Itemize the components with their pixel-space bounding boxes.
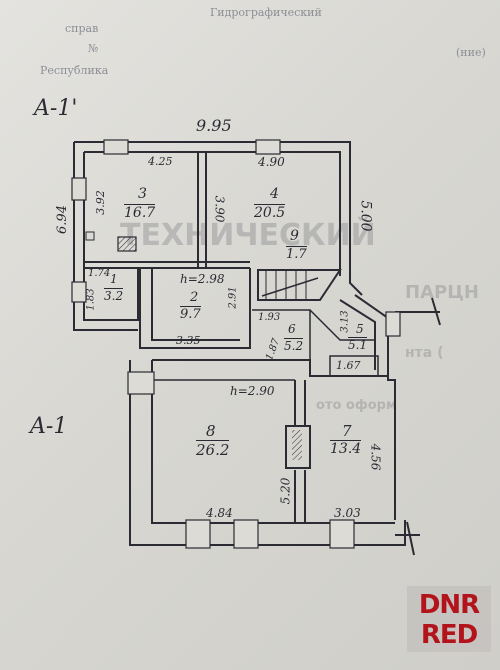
faint-stamp: ТЕХНИЧЕСКИЙ (120, 218, 376, 253)
watermark-line2: RED (420, 620, 478, 650)
window-room3-top (103, 139, 129, 155)
window-room8-bottom-2 (233, 519, 259, 549)
section-label-top: A-1' (34, 96, 78, 121)
wall-top-room8 (151, 362, 295, 381)
room4-area: 20.5 (254, 204, 286, 221)
header-line1: Гидрографический (210, 6, 322, 19)
watermark-logo: DNR RED (407, 586, 491, 652)
room5-walls (309, 309, 375, 341)
window-room7-bottom (329, 519, 355, 549)
outer-wall-top (74, 141, 363, 296)
room1-dim-side: 1.83 (85, 288, 97, 311)
window-annex-right (385, 311, 401, 337)
room4-number: 4 (270, 186, 279, 202)
window-room4-top (255, 139, 281, 155)
room8-area: 26.2 (196, 440, 230, 459)
room1-area: 3.2 (104, 288, 124, 303)
faint-line-a: ПАРЦН (405, 282, 479, 303)
stove-hatch (292, 430, 302, 460)
room2-walls (139, 268, 251, 349)
window-room8-bottom-1 (185, 519, 211, 549)
room2-inner (151, 268, 240, 341)
room3-area: 16.7 (124, 204, 156, 221)
room4-dim-top: 4.90 (258, 155, 285, 169)
room5-area: 5.1 (348, 337, 368, 352)
faint-line-c: ото оформ (316, 398, 397, 413)
room5-dim: 3.13 (339, 310, 351, 333)
wall-top-lower (152, 359, 388, 377)
dim-left-height: 6.94 (54, 205, 70, 234)
wall-under-3-4 (84, 261, 250, 269)
stair-arrow (261, 277, 319, 297)
section-mark-top (395, 297, 441, 326)
outer-wall-bottom (129, 360, 406, 546)
partition-7-8 (294, 380, 306, 523)
header-line4: Республика (40, 64, 109, 77)
room8-dim-bottom: 4.84 (206, 506, 233, 520)
header-line2: справ (65, 22, 99, 35)
small-fixture (85, 231, 95, 241)
room6-number: 6 (288, 322, 296, 336)
room2-dim-bottom: 3.35 (176, 334, 201, 347)
room6-walls (252, 309, 311, 376)
stair-steps (265, 270, 307, 300)
room8-height: h=2.90 (230, 384, 275, 398)
outer-wall-left (73, 142, 138, 331)
room7-dim-right: 4.56 (368, 443, 383, 471)
room7-area: 13.4 (330, 440, 362, 457)
room1-number: 1 (110, 272, 118, 286)
window-room1-left (71, 281, 87, 303)
stove-room3 (117, 236, 137, 252)
room4-dim-side: 3.90 (212, 195, 227, 223)
watermark-line1: DNR (418, 590, 480, 620)
outer-wall-right (354, 294, 396, 520)
inner-wall-bottom (151, 360, 395, 524)
room3-dim-top: 4.25 (148, 155, 173, 168)
room2-height: h=2.98 (180, 272, 225, 286)
stove (285, 425, 311, 469)
section-label-bottom: A-1 (30, 414, 68, 439)
header-line5: (ние) (456, 46, 486, 59)
room9-number: 9 (290, 228, 299, 244)
stair-outline (257, 269, 342, 301)
room9-area: 1.7 (286, 246, 307, 262)
room8-number: 8 (206, 422, 216, 440)
partition-3-4 (197, 152, 207, 268)
closet-area: 1.67 (336, 359, 361, 372)
room1-dim-top: 1.74 (88, 268, 111, 279)
dim-overall-width: 9.95 (196, 116, 232, 135)
header-line3: № (88, 42, 99, 55)
window-room8-left (127, 371, 155, 395)
window-room3-left (71, 177, 87, 201)
dim-right-height: 5.00 (357, 200, 374, 232)
room3-number: 3 (138, 186, 147, 202)
room2-number: 2 (190, 290, 199, 305)
faint-line-b: нта ( (405, 345, 444, 361)
inner-wall-top (84, 151, 341, 276)
room7-dim-bottom: 3.03 (334, 506, 361, 520)
inner-wall-right (339, 299, 376, 370)
room8-dim-right: 5.20 (278, 477, 293, 505)
room2-area: 9.7 (180, 306, 201, 322)
room2-dim-side: 2.91 (227, 286, 239, 309)
section-mark-bottom (395, 521, 420, 556)
room6-area: 5.2 (284, 338, 304, 353)
room6-dim-top: 1.93 (258, 312, 281, 323)
room3-dim-side: 3.92 (93, 190, 107, 215)
room7-number: 7 (342, 422, 352, 440)
room5-number: 5 (356, 322, 364, 336)
